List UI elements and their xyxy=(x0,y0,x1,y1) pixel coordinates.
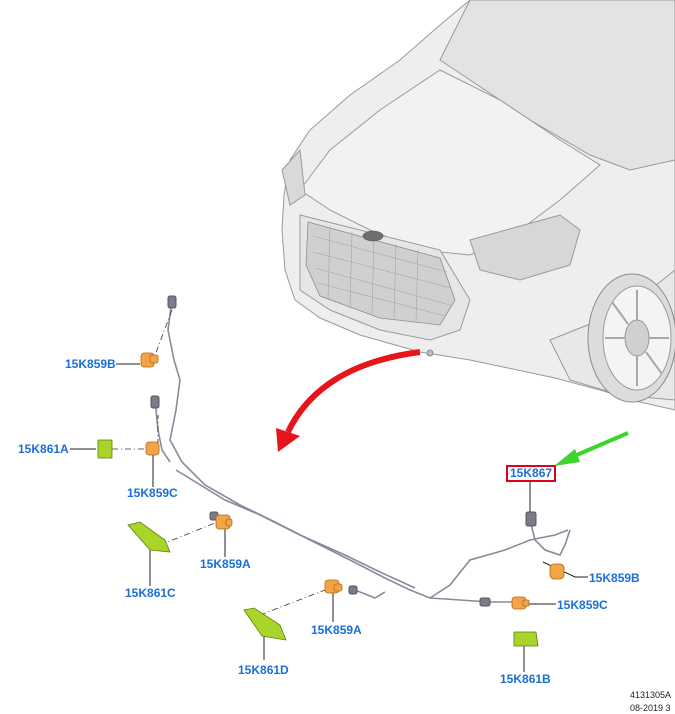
alignment-lines xyxy=(112,309,326,616)
callout-15K861C[interactable]: 15K861C xyxy=(125,586,176,600)
callout-15K861B[interactable]: 15K861B xyxy=(500,672,551,686)
red-arrow-icon xyxy=(276,349,421,452)
reference-number: 4131305A xyxy=(630,690,672,700)
callout-15K859B-right[interactable]: 15K859B xyxy=(589,571,640,585)
callout-15K859C-right[interactable]: 15K859C xyxy=(557,598,608,612)
grille xyxy=(305,221,456,326)
bracket-15K861D xyxy=(243,607,287,641)
sensor-15K859A-mid xyxy=(324,579,343,594)
front-wheel xyxy=(587,273,675,403)
ford-badge-icon xyxy=(362,230,384,242)
bracket-15K861A xyxy=(97,439,113,459)
bracket-15K861B xyxy=(513,631,539,647)
sensor-15K859B-right xyxy=(549,563,565,580)
callout-15K859A-mid[interactable]: 15K859A xyxy=(311,623,362,637)
callout-15K867[interactable]: 15K867 xyxy=(506,465,557,482)
callout-15K859B-left[interactable]: 15K859B xyxy=(65,357,116,371)
sensor-15K859C-right xyxy=(511,596,530,610)
harness-connectors xyxy=(150,295,537,607)
green-arrow-icon xyxy=(554,431,629,466)
sensor-brackets xyxy=(97,439,539,647)
callout-15K861D[interactable]: 15K861D xyxy=(238,663,289,677)
callout-15K859A-left[interactable]: 15K859A xyxy=(200,557,251,571)
parking-sensors xyxy=(140,352,565,610)
callout-15K861A[interactable]: 15K861A xyxy=(18,442,69,456)
sensor-15K859A-left xyxy=(215,514,233,530)
sensor-15K859B-left xyxy=(140,352,159,368)
callout-15K859C-left[interactable]: 15K859C xyxy=(127,486,178,500)
wiring-harness xyxy=(154,299,571,603)
reference-date: 08-2019 3 xyxy=(630,703,671,713)
bracket-15K861C xyxy=(127,521,171,553)
bumper-sensor-location xyxy=(426,349,434,357)
sensor-15K859C-left xyxy=(145,441,160,456)
